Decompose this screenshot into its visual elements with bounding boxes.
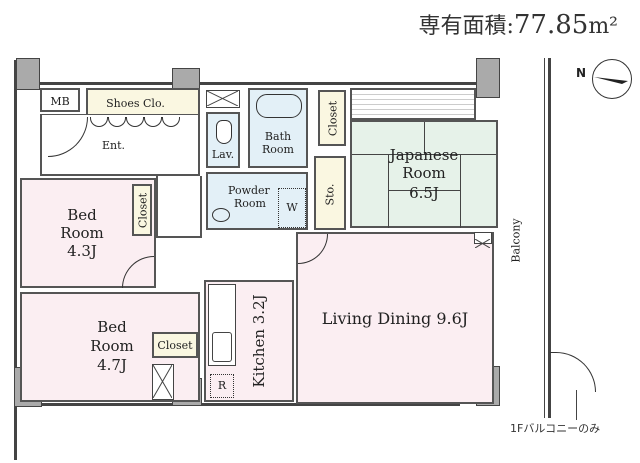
bed2-size: 4.7J xyxy=(97,356,127,374)
tatami-line xyxy=(460,154,461,228)
entrance-door[interactable] xyxy=(48,117,88,157)
japanese-line1: Japanese xyxy=(389,146,459,164)
closet-top-label: Closet xyxy=(326,100,340,137)
room-closet-top: Closet xyxy=(318,90,346,146)
bath-line1: Bath xyxy=(264,130,292,143)
room-living-dining: Living Dining 9.6J xyxy=(296,232,494,404)
fridge-space: R xyxy=(210,374,234,398)
entrance-label: Ent. xyxy=(102,139,126,152)
japanese-size: 6.5J xyxy=(409,184,439,202)
first-floor-balcony-note: 1Fバルコニーのみ xyxy=(510,422,601,435)
balcony-label: Balcony xyxy=(509,218,523,263)
lavatory-label: Lav. xyxy=(211,148,235,161)
washbasin-icon xyxy=(212,208,230,222)
bed2-line1: Bed xyxy=(97,318,127,336)
closet-bed1-label: Closet xyxy=(136,192,150,229)
tatami-line xyxy=(388,190,460,191)
floor-area-title: 専有面積:77.85m² xyxy=(418,8,618,40)
pipe-shaft-lav xyxy=(206,90,240,108)
bed1-size: 4.3J xyxy=(67,242,97,260)
note-leader xyxy=(576,390,577,420)
hallway xyxy=(156,176,202,238)
powder-line1: Powder xyxy=(228,184,270,197)
pipe-shaft-bed2 xyxy=(152,364,174,400)
washer-space: W xyxy=(278,188,306,228)
area-value: 77.85 xyxy=(513,10,589,40)
pipe-shaft-living xyxy=(474,232,492,249)
balcony-gate[interactable] xyxy=(550,352,596,392)
room-entrance: Ent. xyxy=(40,114,200,176)
sink-icon xyxy=(212,332,232,362)
living-dining-label: Living Dining 9.6J xyxy=(321,309,469,328)
room-closet-bed2: Closet xyxy=(152,332,198,358)
outer-wall-bottom xyxy=(40,403,460,406)
outer-wall-left xyxy=(14,60,17,460)
tatami-line xyxy=(424,122,425,154)
toilet-icon xyxy=(216,120,232,144)
living-door[interactable] xyxy=(298,234,328,264)
fridge-label: R xyxy=(217,379,227,392)
compass-north-label: N xyxy=(576,66,587,80)
bed2-line2: Room xyxy=(90,337,134,355)
bed1-door[interactable] xyxy=(122,256,154,288)
room-lavatory: Lav. xyxy=(206,112,240,168)
engawa xyxy=(350,88,476,120)
closet-bed2-label: Closet xyxy=(157,339,193,352)
powder-line2: Room xyxy=(234,197,266,210)
room-japanese: Japanese Room 6.5J xyxy=(350,120,498,228)
bed1-line2: Room xyxy=(60,224,104,242)
column-top-left xyxy=(16,58,40,90)
kitchen-label: Kitchen 3.2J xyxy=(250,294,268,388)
bathtub-icon xyxy=(256,94,302,118)
bath-line2: Room xyxy=(262,143,294,156)
japanese-line2: Room xyxy=(402,164,446,182)
mb-label: MB xyxy=(50,95,70,108)
closet-door-5[interactable] xyxy=(162,117,180,127)
room-kitchen: R Kitchen 3.2J xyxy=(204,280,294,402)
storage-label: Sto. xyxy=(323,183,337,206)
closet-door-3[interactable] xyxy=(126,117,144,127)
shoes-closet-label: Shoes Clo. xyxy=(106,97,165,110)
room-bath: Bath Room xyxy=(248,88,308,168)
washer-label: W xyxy=(286,201,298,214)
room-powder: Powder Room W xyxy=(206,172,308,230)
compass-icon xyxy=(592,59,632,99)
balcony-rail xyxy=(548,58,551,418)
column-top-right xyxy=(476,58,500,98)
balcony-rail-inner xyxy=(544,58,545,418)
room-mb: MB xyxy=(40,88,80,112)
balcony: Balcony xyxy=(500,84,544,404)
area-unit: m² xyxy=(588,14,618,39)
closet-door-1[interactable] xyxy=(90,117,108,127)
tatami-line xyxy=(388,154,389,228)
closet-door-4[interactable] xyxy=(144,117,162,127)
closet-door-2[interactable] xyxy=(108,117,126,127)
room-closet-bed1: Closet xyxy=(132,184,152,236)
room-shoes-closet: Shoes Clo. xyxy=(86,88,200,116)
outer-wall-top xyxy=(40,82,480,85)
room-storage: Sto. xyxy=(314,156,346,230)
area-label: 専有面積: xyxy=(418,14,514,39)
tatami-line xyxy=(352,154,496,155)
bed1-line1: Bed xyxy=(67,206,97,224)
